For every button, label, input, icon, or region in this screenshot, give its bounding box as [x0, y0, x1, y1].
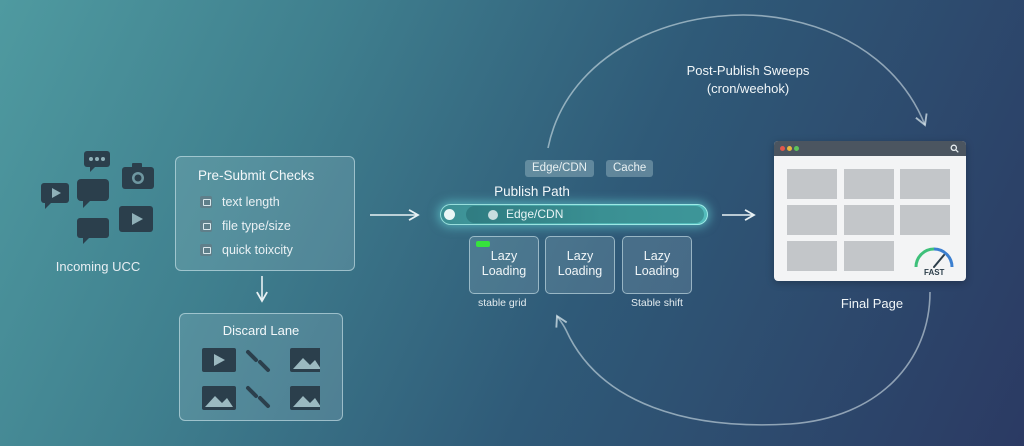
content-tile: [844, 241, 894, 271]
content-tile: [844, 169, 894, 199]
image-icon: [202, 386, 236, 410]
play-bubble-icon: [41, 183, 69, 209]
discard-lane-panel: Discard Lane: [179, 313, 343, 421]
checkbox-icon: [200, 196, 212, 208]
discarded-items: [202, 348, 320, 410]
broken-link-icon: [246, 350, 270, 372]
check-item-label: file type/size: [222, 219, 291, 233]
camera-icon: [122, 163, 154, 189]
video-icon: [202, 348, 236, 372]
content-tile: [900, 205, 950, 235]
content-tile: [844, 205, 894, 235]
pre-submit-checks-panel: Pre-Submit Checks text length file type/…: [175, 156, 355, 271]
discard-title: Discard Lane: [222, 323, 300, 338]
checks-title: Pre-Submit Checks: [198, 168, 315, 183]
check-item: quick toixcity: [200, 242, 293, 258]
close-dot-icon: [780, 146, 785, 151]
publish-path-bar: Edge/CDN: [440, 204, 708, 225]
checkbox-icon: [200, 244, 212, 256]
cache-chip: Cache: [606, 160, 654, 177]
incoming-ucc-label: Incoming UCC: [55, 259, 141, 274]
check-item: file type/size: [200, 218, 291, 234]
fast-badge: FAST: [924, 268, 945, 277]
video-play-icon: [119, 206, 153, 232]
sweeps-subtitle: (cron/weehok): [706, 81, 790, 96]
publish-path-title: Publish Path: [494, 184, 570, 199]
chat-dots-icon: [84, 151, 110, 172]
content-tile: [787, 205, 837, 235]
bar-track: Edge/CDN: [466, 206, 704, 223]
broken-link-icon: [246, 386, 270, 408]
speed-gauge-icon: [914, 247, 954, 268]
maximize-dot-icon: [794, 146, 799, 151]
sweeps-title: Post-Publish Sweeps: [686, 63, 810, 78]
stable-shift-caption: Stable shift: [631, 297, 683, 309]
chat-bubble-icon: [77, 179, 109, 208]
lazy-block-label: Lazy Loading: [634, 249, 680, 278]
final-page-label: Final Page: [840, 296, 904, 311]
image-icon: [290, 386, 320, 410]
bar-label: Edge/CDN: [506, 207, 564, 221]
stable-grid-caption: stable grid: [478, 297, 527, 309]
content-tile: [787, 169, 837, 199]
image-icon: [290, 348, 320, 372]
sweep-arc-top: [547, 14, 928, 149]
bar-start-knob: [444, 209, 455, 220]
checkbox-icon: [200, 220, 212, 232]
browser-titlebar: [774, 141, 966, 156]
lazy-block-label: Lazy Loading: [557, 249, 603, 278]
minimize-dot-icon: [787, 146, 792, 151]
edge-cdn-chip: Edge/CDN: [525, 160, 594, 177]
content-tile: [900, 169, 950, 199]
final-page-browser: FAST: [774, 141, 966, 281]
loaded-indicator: [476, 241, 490, 247]
lazy-loading-block: Lazy Loading: [469, 236, 539, 294]
comment-icon: [77, 218, 109, 244]
post-publish-sweeps-label: Post-Publish Sweeps (cron/weehok): [672, 62, 824, 98]
search-icon: [950, 144, 959, 153]
content-tile: [787, 241, 837, 271]
check-item: text length: [200, 194, 280, 210]
lazy-loading-block: Lazy Loading: [622, 236, 692, 294]
lazy-loading-block: Lazy Loading: [545, 236, 615, 294]
sweep-arc-bottom: [555, 291, 931, 426]
check-item-label: quick toixcity: [222, 243, 293, 257]
bar-status-dot: [488, 210, 498, 220]
check-item-label: text length: [222, 195, 280, 209]
lazy-block-label: Lazy Loading: [481, 249, 527, 278]
